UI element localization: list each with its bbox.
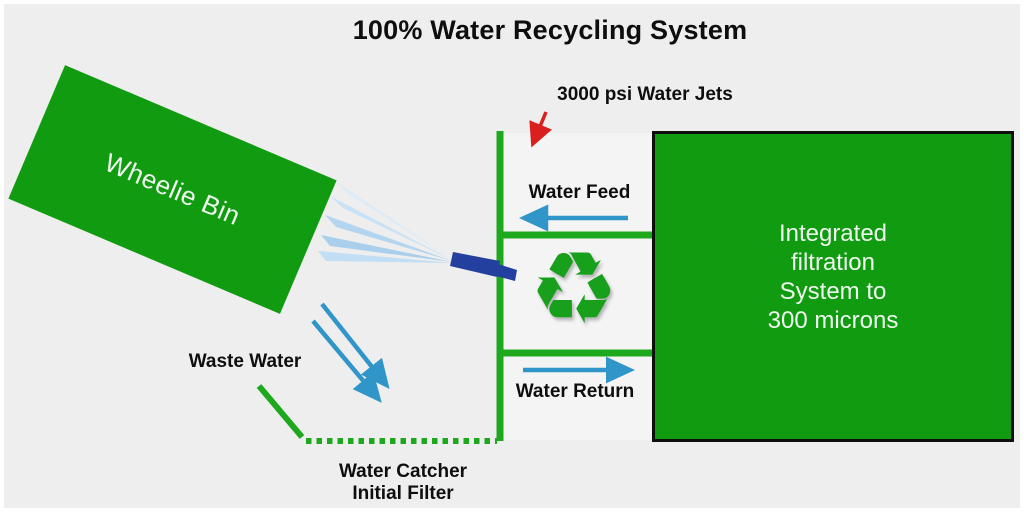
filtration-label-line: Integrated xyxy=(778,219,888,247)
water-catcher-label: Water Catcher Initial Filter xyxy=(313,461,493,505)
water-catcher-label-line1: Water Catcher xyxy=(338,461,468,482)
wheelie-bin-label: Wheelie Bin xyxy=(100,147,245,232)
filtration-label-line: 300 microns xyxy=(767,306,899,334)
filtration-label-line: filtration xyxy=(790,248,876,276)
recycle-icon: ♻ xyxy=(529,230,619,347)
page-title: 100% Water Recycling System xyxy=(352,15,748,45)
filtration-label-line: System to xyxy=(779,277,887,305)
filtration-box-shape: Integrated filtration System to 300 micr… xyxy=(652,131,1014,442)
water-jets-label: 3000 psi Water Jets xyxy=(557,84,733,105)
filtration-label: Integrated filtration System to 300 micr… xyxy=(768,219,899,335)
waste-water-label: Waste Water xyxy=(188,351,302,372)
water-catcher-label-line2: Initial Filter xyxy=(352,483,454,504)
water-feed-label: Water Feed xyxy=(528,182,631,203)
water-return-label: Water Return xyxy=(515,381,635,402)
